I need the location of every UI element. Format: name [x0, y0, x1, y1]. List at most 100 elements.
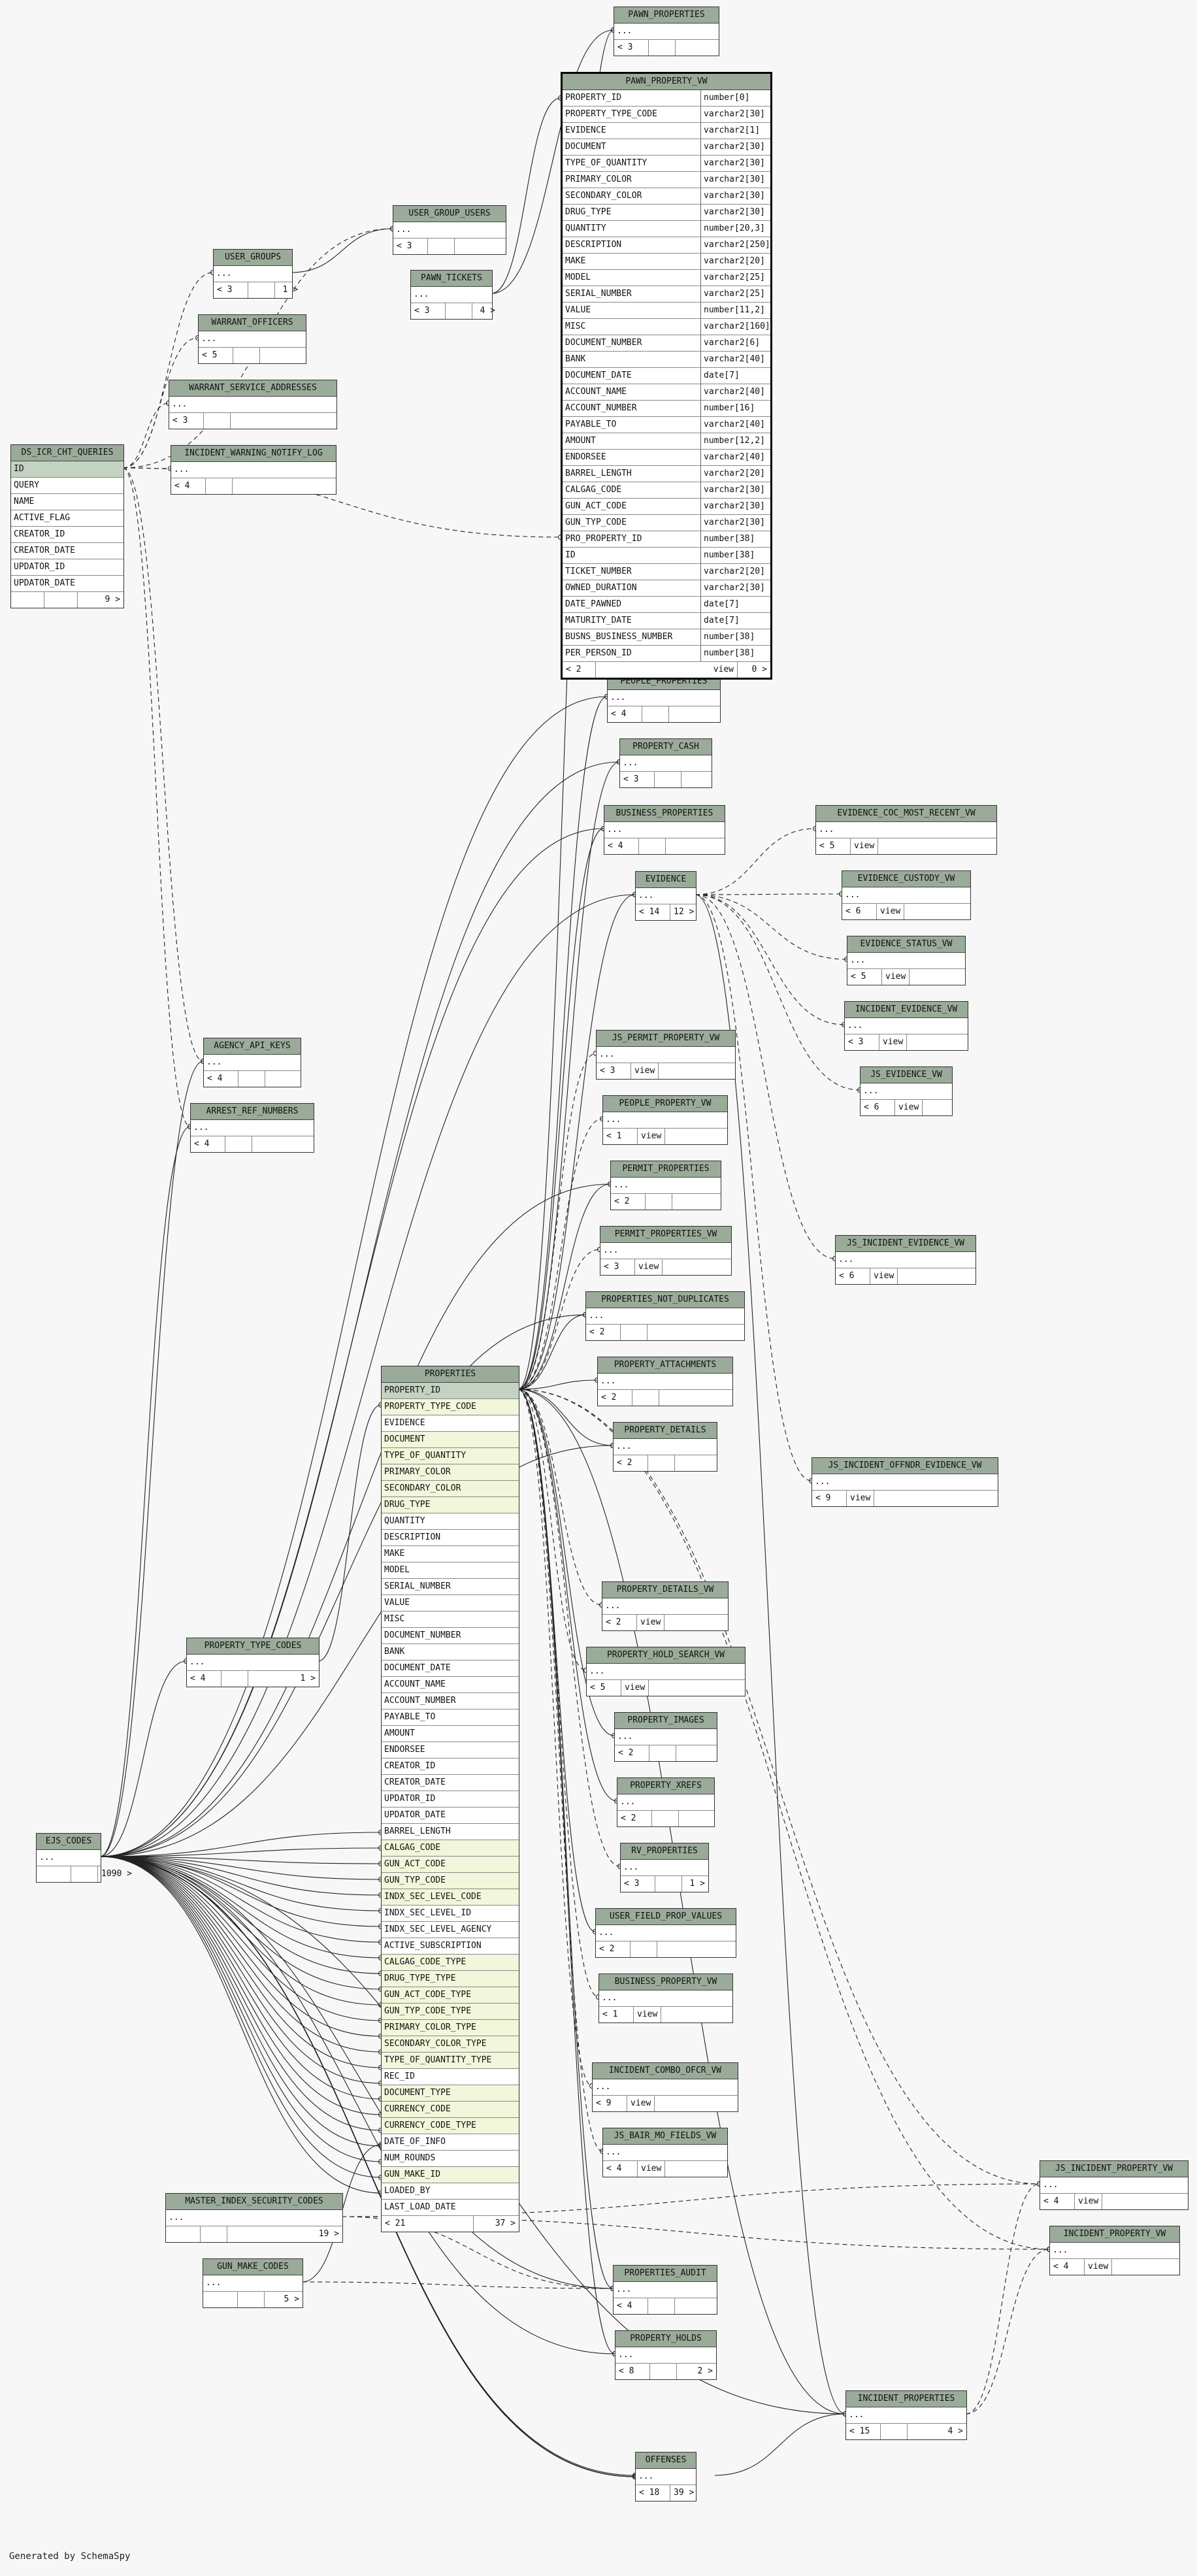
table-title[interactable]: RV_PROPERTIES — [621, 1843, 708, 1860]
table-title[interactable]: PROPERTY_DETAILS — [614, 1423, 717, 1439]
table-people-properties[interactable]: PEOPLE_PROPERTIES...< 4 — [607, 673, 721, 723]
table-title[interactable]: PROPERTIES — [382, 1366, 519, 1383]
table-title[interactable]: PROPERTY_HOLD_SEARCH_VW — [587, 1647, 745, 1664]
table-property-cash[interactable]: PROPERTY_CASH...< 3 — [619, 738, 712, 788]
table-title[interactable]: WARRANT_OFFICERS — [199, 315, 306, 331]
table-properties-not-duplicates[interactable]: PROPERTIES_NOT_DUPLICATES...< 2 — [585, 1291, 745, 1341]
table-permit-properties[interactable]: PERMIT_PROPERTIES...< 2 — [610, 1161, 721, 1210]
table-title[interactable]: JS_BAIR_MO_FIELDS_VW — [603, 2128, 727, 2145]
table-title[interactable]: GUN_MAKE_CODES — [203, 2259, 303, 2275]
table-title[interactable]: INCIDENT_PROPERTIES — [846, 2391, 966, 2407]
table-master-index-security-codes[interactable]: MASTER_INDEX_SECURITY_CODES...19 > — [165, 2193, 343, 2243]
table-title[interactable]: JS_EVIDENCE_VW — [861, 1067, 952, 1083]
table-title[interactable]: EVIDENCE_STATUS_VW — [847, 936, 965, 953]
table-warrant-service-addresses[interactable]: WARRANT_SERVICE_ADDRESSES...< 3 — [169, 380, 337, 429]
table-title[interactable]: JS_PERMIT_PROPERTY_VW — [597, 1031, 735, 1047]
table-agency-api-keys[interactable]: AGENCY_API_KEYS...< 4 — [203, 1038, 301, 1087]
table-ejs-codes[interactable]: EJS_CODES...1090 > — [36, 1833, 132, 1883]
table-title[interactable]: PAWN_PROPERTY_VW — [563, 74, 770, 90]
column-type: varchar2[160] — [700, 319, 770, 335]
table-title[interactable]: PROPERTY_CASH — [620, 739, 712, 755]
table-title[interactable]: PROPERTY_DETAILS_VW — [602, 1582, 728, 1598]
table-title[interactable]: USER_GROUP_USERS — [393, 206, 506, 222]
table-title[interactable]: EVIDENCE — [636, 872, 696, 888]
table-title[interactable]: ARREST_REF_NUMBERS — [191, 1104, 314, 1120]
table-title[interactable]: INCIDENT_WARNING_NOTIFY_LOG — [171, 446, 336, 462]
table-title[interactable]: PROPERTY_IMAGES — [615, 1713, 717, 1729]
table-title[interactable]: WARRANT_SERVICE_ADDRESSES — [169, 380, 336, 397]
table-title[interactable]: PROPERTY_XREFS — [617, 1778, 714, 1794]
table-title[interactable]: EJS_CODES — [37, 1834, 101, 1850]
table-title[interactable]: INCIDENT_COMBO_OFCR_VW — [593, 2063, 738, 2079]
table-property-images[interactable]: PROPERTY_IMAGES...< 2 — [614, 1712, 717, 1762]
table-user-field-prop-values[interactable]: USER_FIELD_PROP_VALUES...< 2 — [595, 1908, 736, 1958]
table-title[interactable]: JS_INCIDENT_EVIDENCE_VW — [836, 1236, 976, 1252]
table-title[interactable]: PAWN_PROPERTIES — [614, 7, 719, 24]
table-title[interactable]: INCIDENT_EVIDENCE_VW — [845, 1002, 968, 1018]
table-title[interactable]: DS_ICR_CHT_QUERIES — [11, 445, 123, 461]
table-properties-audit[interactable]: PROPERTIES_AUDIT...< 4 — [613, 2265, 717, 2315]
table-warrant-officers[interactable]: WARRANT_OFFICERS...< 5 — [198, 314, 306, 364]
table-gun-make-codes[interactable]: GUN_MAKE_CODES...5 > — [203, 2258, 303, 2308]
table-title[interactable]: BUSINESS_PROPERTY_VW — [599, 1974, 732, 1990]
table-business-properties[interactable]: BUSINESS_PROPERTIES...< 4 — [604, 805, 725, 855]
table-title[interactable]: BUSINESS_PROPERTIES — [604, 806, 725, 822]
table-title[interactable]: PROPERTY_HOLDS — [615, 2331, 716, 2347]
table-title[interactable]: JS_INCIDENT_PROPERTY_VW — [1040, 2161, 1188, 2177]
table-property-xrefs[interactable]: PROPERTY_XREFS...< 2 — [617, 1777, 715, 1827]
table-title[interactable]: INCIDENT_PROPERTY_VW — [1050, 2226, 1179, 2243]
table-title[interactable]: JS_INCIDENT_OFFNDR_EVIDENCE_VW — [812, 1458, 998, 1474]
table-title[interactable]: MASTER_INDEX_SECURITY_CODES — [166, 2194, 342, 2210]
table-title[interactable]: USER_FIELD_PROP_VALUES — [596, 1909, 736, 1925]
table-title[interactable]: USER_GROUPS — [214, 250, 292, 266]
column-name: PRO_PROPERTY_ID — [565, 534, 642, 544]
table-incident-warning-notify-log[interactable]: INCIDENT_WARNING_NOTIFY_LOG...< 4 — [171, 445, 336, 495]
table-arrest-ref-numbers[interactable]: ARREST_REF_NUMBERS...< 4 — [190, 1103, 314, 1153]
table-title[interactable]: PROPERTIES_AUDIT — [614, 2266, 717, 2282]
table-title[interactable]: PROPERTY_TYPE_CODES — [187, 1638, 319, 1655]
table-title[interactable]: PERMIT_PROPERTIES — [611, 1161, 721, 1178]
table-property-attachments[interactable]: PROPERTY_ATTACHMENTS...< 2 — [597, 1357, 733, 1406]
table-user-group-users[interactable]: USER_GROUP_USERS...< 3 — [393, 205, 506, 255]
table-title[interactable]: PROPERTIES_NOT_DUPLICATES — [586, 1292, 744, 1308]
table-title[interactable]: EVIDENCE_COC_MOST_RECENT_VW — [816, 806, 996, 822]
table-title[interactable]: PROPERTY_ATTACHMENTS — [598, 1357, 732, 1374]
table-title[interactable]: PEOPLE_PROPERTY_VW — [603, 1096, 727, 1112]
column-name: PROPERTY_ID — [565, 93, 622, 103]
table-pawn-properties[interactable]: PAWN_PROPERTIES...< 3 — [614, 7, 719, 56]
table-title[interactable]: EVIDENCE_CUSTODY_VW — [842, 871, 970, 887]
table-title[interactable]: PAWN_TICKETS — [411, 271, 492, 287]
table-title[interactable]: PERMIT_PROPERTIES_VW — [600, 1227, 731, 1243]
table-title[interactable]: AGENCY_API_KEYS — [204, 1038, 301, 1055]
table-property-details[interactable]: PROPERTY_DETAILS...< 2 — [613, 1422, 717, 1472]
table-title[interactable]: OFFENSES — [636, 2452, 696, 2469]
